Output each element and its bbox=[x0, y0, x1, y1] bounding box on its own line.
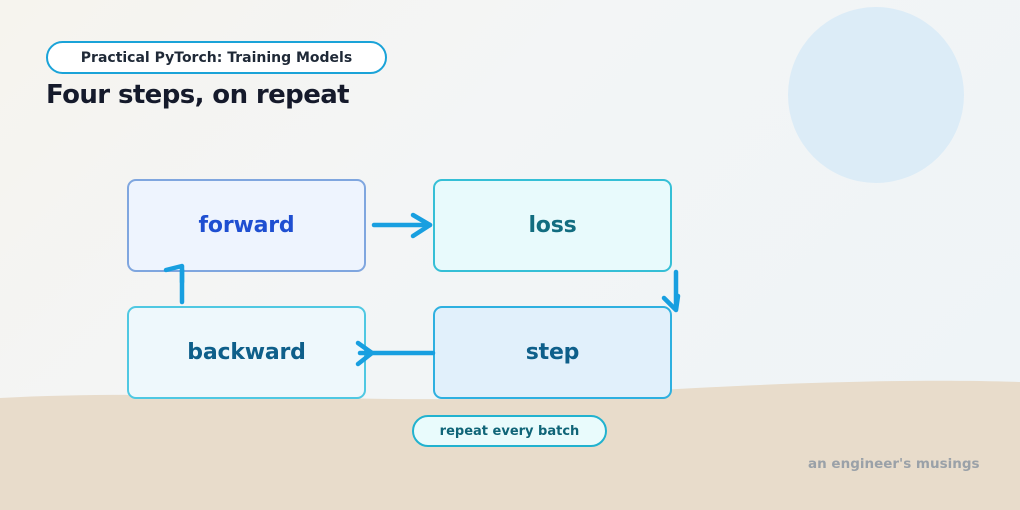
step-box-forward: forward bbox=[127, 179, 366, 272]
step-box-step: step bbox=[433, 306, 672, 399]
page-title: Four steps, on repeat bbox=[46, 80, 350, 110]
step-label-loss: loss bbox=[528, 213, 577, 238]
series-badge-label: Practical PyTorch: Training Models bbox=[80, 49, 353, 66]
step-label-forward: forward bbox=[198, 213, 295, 238]
step-box-loss: loss bbox=[433, 179, 672, 272]
footer-credit: an engineer's musings bbox=[808, 456, 980, 472]
repeat-badge-label: repeat every batch bbox=[439, 423, 580, 439]
step-box-backward: backward bbox=[127, 306, 366, 399]
repeat-badge: repeat every batch bbox=[412, 415, 607, 447]
sun-circle bbox=[788, 7, 964, 183]
step-label-backward: backward bbox=[187, 340, 306, 365]
step-label-step: step bbox=[525, 340, 580, 365]
series-badge: Practical PyTorch: Training Models bbox=[46, 41, 387, 74]
